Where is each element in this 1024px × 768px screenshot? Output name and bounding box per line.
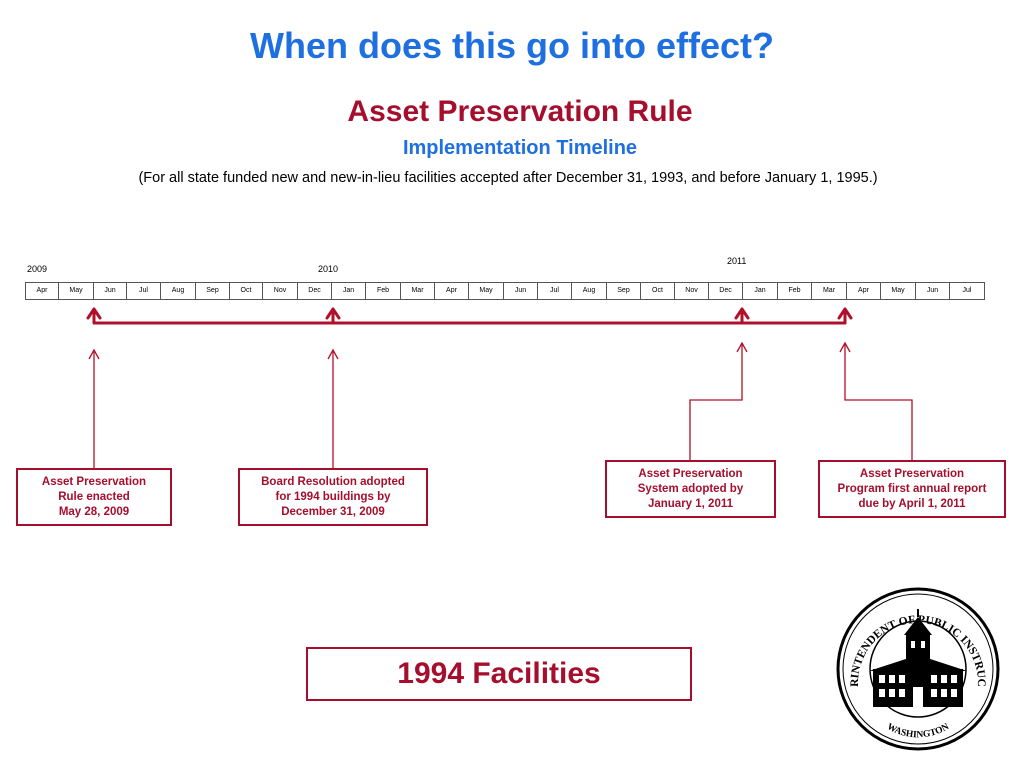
milestone-1-line-3: May 28, 2009 <box>58 505 130 518</box>
milestone-box-1: Asset Preservation Rule enacted May 28, … <box>16 468 172 526</box>
month-cell: Mar <box>812 283 847 299</box>
milestone-connector-4 <box>844 343 913 460</box>
month-cell: May <box>469 283 504 299</box>
month-cell: May <box>881 283 916 299</box>
month-cell: Jul <box>962 287 972 294</box>
milestone-2-line-3: December 31, 2009 <box>281 505 385 518</box>
span-arrowhead-3 <box>734 307 750 320</box>
milestone-1-line-1: Asset Preservation <box>41 475 147 488</box>
facilities-note: (For all state funded new and new-in-lie… <box>138 170 878 186</box>
year-label-2009: 2009 <box>27 264 48 274</box>
milestone-4-line-1: Asset Preservation <box>859 467 965 480</box>
month-cell: Feb <box>366 283 401 299</box>
milestone-arrowhead-3 <box>736 341 748 353</box>
timeline-heading: Implementation Timeline <box>402 137 638 159</box>
month-cell: Apr <box>847 283 881 299</box>
span-arrowhead-1 <box>86 307 102 320</box>
month-cell: Jan <box>743 283 778 299</box>
span-arrowhead-2 <box>325 307 341 320</box>
span-arrowhead-4 <box>837 307 853 320</box>
milestone-2-line-1: Board Resolution adopted <box>261 475 405 488</box>
rule-title: Asset Preservation Rule <box>347 95 693 128</box>
month-cell: Jul <box>538 283 572 299</box>
milestone-3-line-2: System adopted by <box>637 482 744 495</box>
year-label-2011: 2011 <box>727 256 747 266</box>
milestone-connector-3 <box>689 343 743 460</box>
month-cell: Feb <box>778 283 812 299</box>
month-cell: Apr <box>26 283 59 299</box>
month-cell: May <box>59 283 94 299</box>
month-cell: Dec <box>709 283 743 299</box>
milestone-arrowhead-2 <box>327 348 339 360</box>
year-label-2010: 2010 <box>318 264 339 274</box>
month-cell: Aug <box>161 283 196 299</box>
month-cell: Jun <box>94 283 127 299</box>
month-cell: Jun <box>504 283 538 299</box>
milestone-1-line-2: Rule enacted <box>58 490 130 503</box>
milestone-2-line-2: for 1994 buildings by <box>275 490 391 503</box>
month-cell: Mar <box>401 283 435 299</box>
month-cell: Nov <box>263 283 298 299</box>
month-cell: Oct <box>641 283 675 299</box>
month-cell: Jan <box>332 283 366 299</box>
milestone-arrowhead-1 <box>88 348 100 360</box>
milestone-box-3: Asset Preservation System adopted by Jan… <box>605 460 776 518</box>
month-cell: Aug <box>572 283 607 299</box>
milestone-arrowhead-4 <box>839 341 851 353</box>
month-cell: Jul <box>127 283 161 299</box>
superintendent-seal-logo: SUPERINTENDENT OF PUBLIC INSTRUCTION WAS… <box>836 587 1000 751</box>
month-cell: Sep <box>196 283 230 299</box>
month-cell: Nov <box>675 283 709 299</box>
milestone-4-line-2: Program first annual report <box>837 482 987 495</box>
facilities-label-box: 1994 Facilities <box>306 647 692 701</box>
month-cell: Jun <box>916 283 950 299</box>
month-cell: Oct <box>230 283 263 299</box>
milestone-3-line-3: January 1, 2011 <box>647 497 734 510</box>
milestone-box-4: Asset Preservation Program first annual … <box>818 460 1006 518</box>
month-cell: Dec <box>298 283 332 299</box>
month-cell: Sep <box>607 283 641 299</box>
month-cell: Apr <box>435 283 469 299</box>
schoolhouse-icon <box>869 609 967 707</box>
milestone-3-line-1: Asset Preservation <box>638 467 743 480</box>
milestone-4-line-3: due by April 1, 2011 <box>858 497 966 510</box>
milestone-box-2: Board Resolution adopted for 1994 buildi… <box>238 468 428 526</box>
slide-title: When does this go into effect? <box>250 25 774 66</box>
